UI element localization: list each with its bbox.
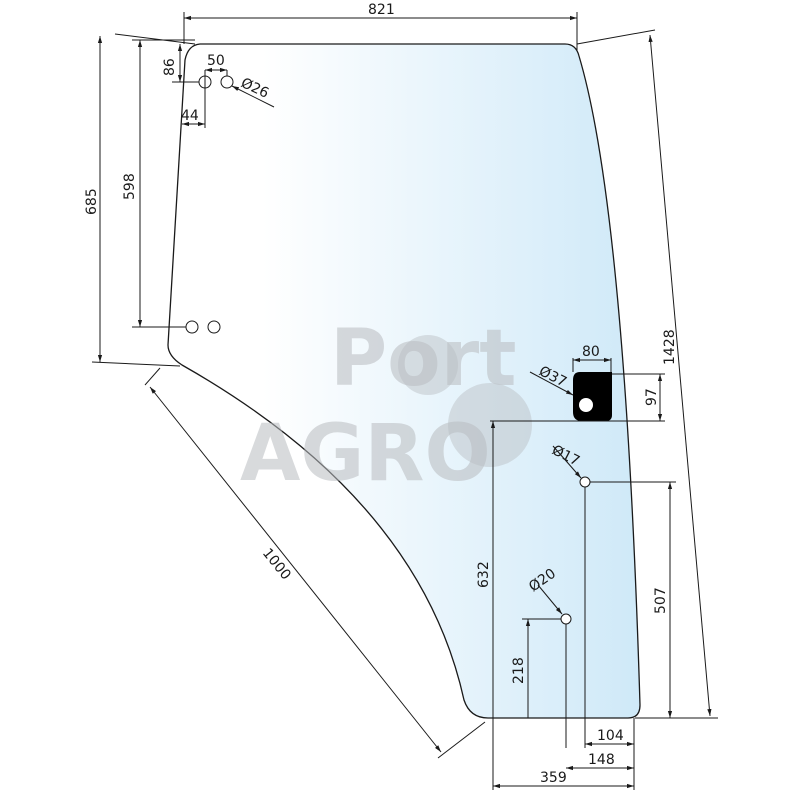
dim-104: 104	[597, 728, 624, 744]
dim-632: 632	[476, 561, 492, 588]
hole-left-2	[207, 320, 221, 334]
dim-1000: 1000	[259, 545, 294, 583]
glass-panel	[167, 43, 641, 719]
dim-148: 148	[588, 752, 615, 768]
dim-359: 359	[540, 770, 567, 786]
dim-685: 685	[84, 188, 100, 215]
cutout-hole	[579, 398, 593, 412]
hole-top-2	[220, 75, 234, 89]
dim-1428: 1428	[662, 329, 678, 365]
dim-507: 507	[653, 587, 669, 614]
hole-left-1	[185, 320, 199, 334]
dim-97: 97	[644, 388, 660, 406]
dim-86: 86	[162, 58, 178, 76]
dim-821: 821	[368, 2, 395, 18]
dim-44: 44	[181, 108, 199, 124]
dim-80: 80	[582, 344, 600, 360]
dim-218: 218	[511, 657, 527, 684]
dim-598: 598	[122, 173, 138, 200]
hole-low	[560, 613, 572, 625]
mirror-cutout	[573, 372, 612, 421]
hole-mid	[579, 476, 591, 488]
dim-50: 50	[207, 53, 225, 69]
